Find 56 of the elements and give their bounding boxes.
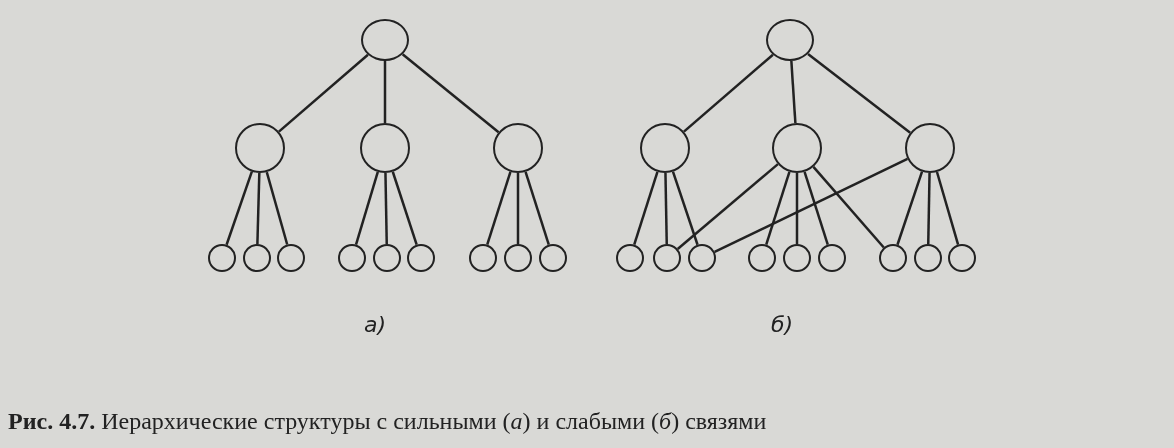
panel-label: б) — [771, 312, 794, 337]
circle-node — [772, 123, 822, 173]
circle-node — [235, 123, 285, 173]
circle-node — [373, 244, 401, 272]
connector-line — [683, 53, 774, 133]
circle-node — [338, 244, 366, 272]
connector-line — [384, 172, 388, 245]
connector-line — [391, 171, 418, 246]
circle-node — [653, 244, 681, 272]
connector-line — [807, 52, 911, 134]
connector-line — [671, 171, 699, 246]
circle-node — [493, 123, 543, 173]
connector-line — [256, 172, 261, 245]
connector-line — [664, 172, 668, 245]
circle-node — [640, 123, 690, 173]
connector-line — [803, 171, 829, 246]
circle-node — [783, 244, 811, 272]
connector-line — [278, 53, 369, 133]
connector-line — [812, 166, 885, 249]
connector-line — [714, 157, 909, 254]
circle-node — [748, 244, 776, 272]
connector-line — [486, 171, 512, 246]
connector-line — [516, 173, 520, 244]
panel-label: а) — [364, 312, 387, 337]
circle-node — [361, 19, 409, 61]
circle-node — [208, 244, 236, 272]
connector-line — [927, 172, 931, 245]
circle-node — [277, 244, 305, 272]
connector-line — [354, 171, 379, 245]
circle-node — [504, 244, 532, 272]
connector-line — [524, 171, 550, 246]
circle-node — [360, 123, 410, 173]
circle-node — [948, 244, 976, 272]
connector-line — [896, 171, 924, 246]
circle-node — [243, 244, 271, 272]
circle-node — [879, 244, 907, 272]
circle-node — [766, 19, 814, 61]
circle-node — [914, 244, 942, 272]
circle-node — [539, 244, 567, 272]
connector-line — [790, 60, 797, 124]
connector-line — [401, 53, 500, 134]
connector-line — [676, 163, 779, 250]
circle-node — [905, 123, 955, 173]
connector-line — [225, 171, 254, 246]
connector-line — [383, 61, 387, 123]
circle-node — [688, 244, 716, 272]
connector-line — [633, 171, 659, 246]
circle-node — [407, 244, 435, 272]
circle-node — [616, 244, 644, 272]
circle-node — [818, 244, 846, 272]
connector-line — [765, 171, 791, 246]
connector-line — [935, 171, 960, 245]
figure-caption: Рис. 4.7. Иерархические структуры с сильными (а) и слабыми (б) связями — [8, 408, 767, 435]
circle-node — [469, 244, 497, 272]
connector-line — [795, 173, 799, 244]
connector-line — [265, 171, 289, 245]
